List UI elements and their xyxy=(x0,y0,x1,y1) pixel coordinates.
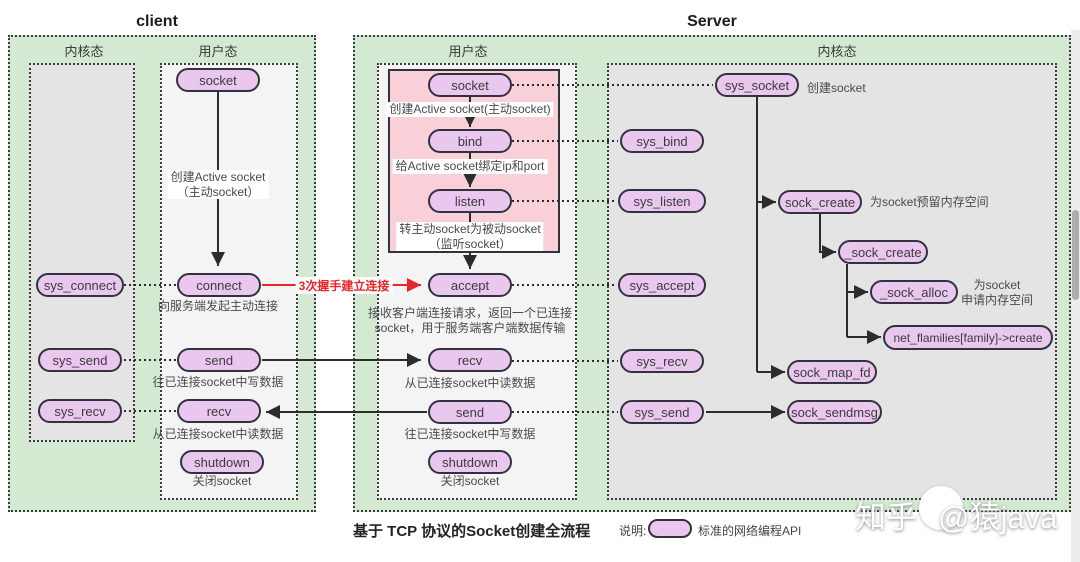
kernel-create-socket-note: 创建socket xyxy=(807,81,866,95)
client-send-pill: send xyxy=(177,348,261,372)
server-send-caption: 往已连接socket中写数据 xyxy=(404,427,536,441)
server-title: Server xyxy=(687,13,737,30)
kernel-reserve-memory-note: 为socket预留内存空间 xyxy=(870,195,989,209)
client-create-socket-caption: 创建Active socket （主动socket） xyxy=(167,170,269,200)
connector-sockcreate-sockcreate2 xyxy=(819,214,836,259)
server-recv-pill: recv xyxy=(428,348,512,372)
client-title: client xyxy=(136,13,178,30)
client-kernel-label: 内核态 xyxy=(64,44,104,59)
kernel-sock-alloc-pill: _sock_alloc xyxy=(870,280,958,304)
server-create-socket-caption: 创建Active socket(主动socket) xyxy=(386,102,554,117)
zhihu-logo-icon xyxy=(919,486,963,530)
client-kernel-box xyxy=(29,63,135,442)
kernel-sock-sendmsg-pill: sock_sendmsg xyxy=(787,400,882,424)
server-user-label: 用户态 xyxy=(448,44,488,59)
server-kernel-label: 内核态 xyxy=(817,44,857,59)
server-send-pill: send xyxy=(428,400,512,424)
kernel-sys-send-pill: sys_send xyxy=(620,400,704,424)
server-shutdown-pill: shutdown xyxy=(428,450,512,474)
watermark-site: 知乎 xyxy=(855,500,917,535)
server-socket-pill: socket xyxy=(428,73,512,97)
scrollbar-track[interactable] xyxy=(1071,30,1080,562)
client-sys-connect-pill: sys_connect xyxy=(36,273,124,297)
client-sys-send-pill: sys_send xyxy=(38,348,122,372)
client-recv-caption: 从已连接socket中读数据 xyxy=(152,427,284,441)
client-send-caption: 往已连接socket中写数据 xyxy=(152,375,284,389)
server-accept-pill: accept xyxy=(428,273,512,297)
server-shutdown-caption: 关闭socket xyxy=(440,474,500,488)
server-listen-caption: 转主动socket为被动socket （监听socket） xyxy=(396,222,544,252)
client-sys-recv-pill: sys_recv xyxy=(38,399,122,423)
client-recv-pill: recv xyxy=(177,399,261,423)
client-shutdown-caption: 关闭socket xyxy=(192,474,252,488)
server-recv-caption: 从已连接socket中读数据 xyxy=(404,376,536,390)
kernel-sock-map-fd-pill: sock_map_fd xyxy=(787,360,877,384)
client-connect-caption: 向服务端发起主动连接 xyxy=(157,299,279,313)
kernel-sys-accept-pill: sys_accept xyxy=(618,273,706,297)
client-shutdown-pill: shutdown xyxy=(180,450,264,474)
legend-pill-icon xyxy=(648,519,692,538)
kernel-sys-socket-pill: sys_socket xyxy=(715,73,799,97)
kernel-sys-bind-pill: sys_bind xyxy=(620,129,704,153)
legend-text: 标准的网络编程API xyxy=(698,524,802,538)
client-socket-pill: socket xyxy=(176,68,260,92)
diagram-caption: 基于 TCP 协议的Socket创建全流程 xyxy=(353,523,591,540)
server-bind-caption: 给Active socket绑定ip和port xyxy=(392,159,548,174)
kernel-alloc-memory-note: 为socket 申请内存空间 xyxy=(960,278,1034,307)
kernel-sys-recv-pill: sys_recv xyxy=(620,349,704,373)
kernel-net-families-pill: net_flamilies[family]->create xyxy=(883,325,1053,350)
server-accept-caption: 接收客户端连接请求，返回一个已连接 socket，用于服务端客户端数据传输 xyxy=(367,306,573,335)
server-bind-pill: bind xyxy=(428,129,512,153)
scrollbar-thumb[interactable] xyxy=(1072,210,1079,300)
kernel-sock-create2-pill: _sock_create xyxy=(838,240,928,264)
kernel-sys-listen-pill: sys_listen xyxy=(618,189,706,213)
legend-label: 说明: xyxy=(619,524,647,538)
watermark-handle: @猿java xyxy=(938,500,1058,535)
client-connect-pill: connect xyxy=(177,273,261,297)
client-user-label: 用户态 xyxy=(198,44,238,59)
kernel-sock-create-pill: sock_create xyxy=(778,190,862,214)
handshake-label: 3次握手建立连接 xyxy=(295,277,393,294)
server-listen-pill: listen xyxy=(428,189,512,213)
